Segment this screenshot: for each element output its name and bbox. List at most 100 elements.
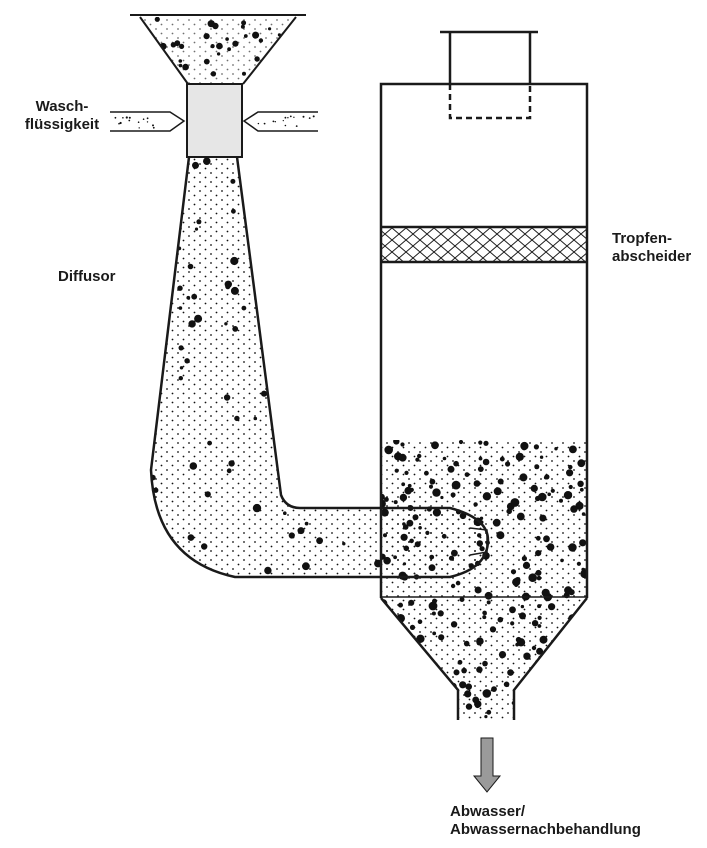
particle: [425, 530, 430, 536]
particle: [580, 619, 587, 626]
particle: [515, 452, 524, 461]
particle: [507, 669, 514, 676]
particle: [260, 169, 265, 174]
particle: [296, 315, 303, 322]
particle: [496, 531, 505, 540]
particle: [482, 660, 488, 667]
particle: [457, 659, 463, 665]
particle: [407, 483, 412, 488]
particle: [408, 599, 415, 606]
particle: [531, 620, 539, 627]
particle: [400, 442, 405, 447]
particle: [230, 286, 239, 295]
particle: [402, 562, 407, 566]
particle: [450, 492, 456, 498]
particle: [519, 473, 528, 482]
particle: [401, 482, 406, 487]
particle: [203, 33, 210, 40]
particle: [283, 511, 287, 515]
particle: [434, 697, 443, 707]
particle: [407, 647, 413, 654]
particle: [472, 696, 480, 704]
particle: [482, 689, 492, 698]
particle: [486, 600, 491, 605]
particle: [191, 293, 198, 300]
particle: [455, 580, 461, 586]
particle: [486, 709, 492, 715]
particle: [284, 124, 287, 127]
particle: [204, 491, 211, 498]
particle: [503, 681, 510, 688]
particle: [465, 683, 473, 690]
particle: [357, 385, 361, 389]
particle: [559, 498, 563, 503]
particle: [473, 480, 481, 487]
particle: [484, 434, 488, 439]
particle: [482, 610, 487, 616]
particle: [154, 71, 160, 77]
particle: [399, 631, 408, 640]
particle: [496, 519, 501, 524]
particle: [142, 118, 145, 120]
particle: [226, 468, 232, 474]
particle: [302, 373, 311, 381]
particle: [304, 262, 312, 270]
particle: [340, 247, 347, 254]
particle: [293, 116, 295, 119]
particle: [398, 693, 407, 702]
particle: [582, 699, 587, 705]
particle: [484, 591, 493, 600]
particle: [470, 158, 476, 164]
particle: [274, 121, 276, 123]
venturi-throat: [186, 83, 243, 158]
particle: [476, 637, 484, 645]
particle: [399, 493, 408, 502]
particle: [137, 121, 140, 123]
wastewater-label-line1: Abwasser/: [450, 803, 526, 820]
particle: [482, 458, 490, 466]
particle: [327, 290, 332, 294]
particle: [308, 117, 311, 119]
particle: [290, 44, 295, 49]
particle: [152, 124, 154, 127]
particle: [450, 621, 458, 628]
particle: [295, 125, 298, 127]
particle: [314, 253, 321, 260]
particle: [122, 117, 124, 119]
particle: [406, 687, 411, 693]
particle: [383, 556, 391, 565]
particle: [474, 374, 478, 378]
wastewater-label-line2: Abwassernachbehandlung: [450, 821, 641, 838]
particle: [399, 348, 406, 355]
particle: [174, 40, 181, 47]
particle: [535, 535, 541, 541]
particle: [384, 445, 394, 455]
particle: [528, 573, 537, 582]
particle: [409, 538, 414, 544]
particle: [152, 126, 155, 129]
particle: [482, 615, 487, 620]
particle: [383, 533, 387, 538]
particle: [151, 567, 155, 575]
particle: [417, 619, 423, 624]
particle: [553, 690, 561, 699]
particle: [556, 664, 560, 668]
particle: [497, 478, 504, 485]
particle: [398, 643, 403, 648]
particle: [287, 317, 295, 325]
particle: [429, 554, 435, 560]
particle: [548, 603, 556, 611]
particle: [252, 31, 260, 39]
particle: [551, 662, 559, 671]
particle: [400, 533, 408, 541]
particle: [537, 707, 544, 715]
particle: [207, 440, 213, 446]
particle: [302, 562, 310, 571]
particle: [484, 715, 488, 719]
particle: [289, 115, 292, 118]
particle: [521, 444, 527, 451]
particle: [464, 690, 472, 698]
particle: [178, 63, 183, 68]
particle: [178, 345, 184, 351]
